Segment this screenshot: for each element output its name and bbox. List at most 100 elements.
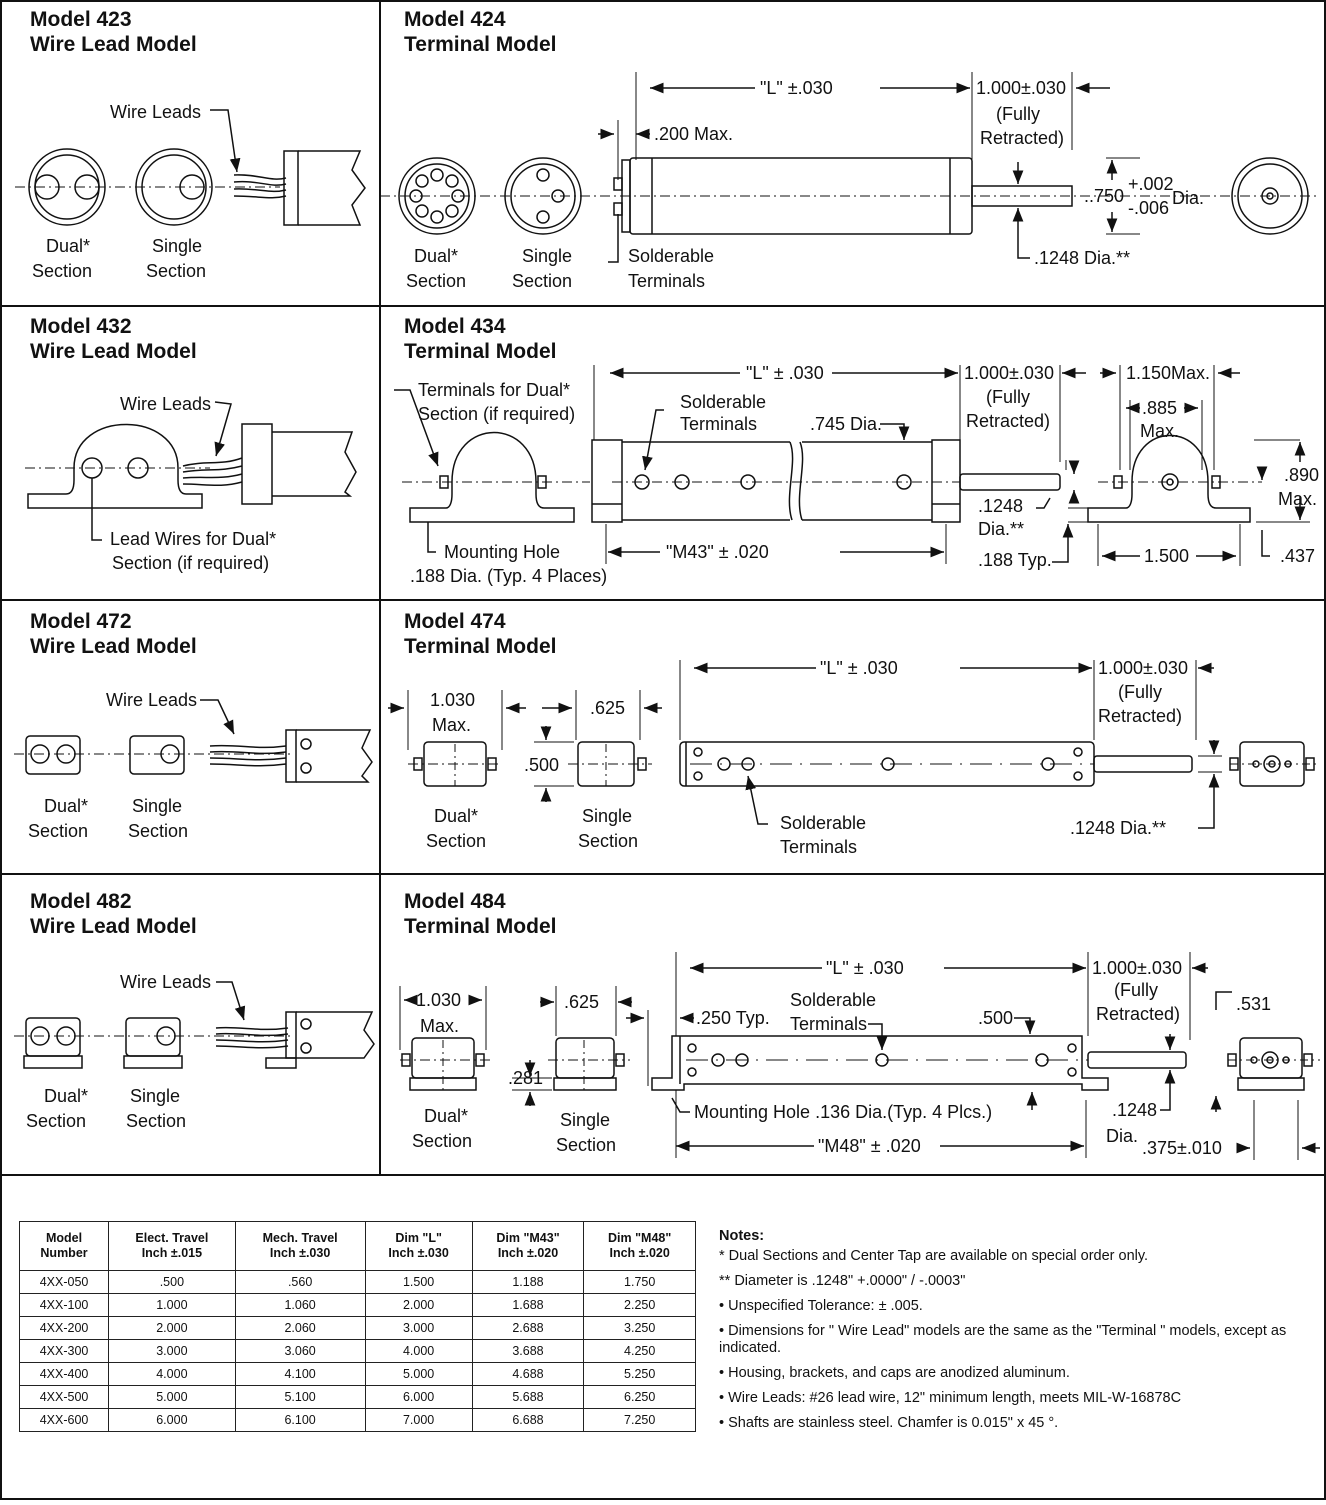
model-424-title: Model 424 <box>404 8 506 31</box>
single-section-label: Section <box>146 261 206 281</box>
note-item: • Dimensions for " Wire Lead" models are… <box>719 1323 1287 1356</box>
single-section-474: Section <box>578 831 638 851</box>
panel-model-472: Model 472 Wire Lead Model Wire Leads Dua… <box>14 610 373 841</box>
model-424-subtitle: Terminal Model <box>404 33 556 56</box>
retracted-484: Retracted) <box>1096 1004 1180 1024</box>
dim-531: .531 <box>1236 994 1271 1014</box>
dual-section-424: Section <box>406 271 466 291</box>
shaft-dia-474: .1248 Dia.** <box>1070 818 1166 838</box>
solderable-424: Solderable <box>628 246 714 266</box>
dia-word-424: Dia. <box>1172 188 1204 208</box>
dim-1248-484: .1248 <box>1112 1100 1157 1120</box>
dim-1030-484: 1.030 <box>416 990 461 1010</box>
dim-500-474: .500 <box>524 755 559 775</box>
dia-484: Dia. <box>1106 1126 1138 1146</box>
terminals-484: Terminals <box>790 1014 867 1034</box>
dim-200-max: .200 Max. <box>654 124 733 144</box>
dim-1030-474: 1.030 <box>430 690 475 710</box>
note-item: • Shafts are stainless steel. Chamfer is… <box>719 1415 1059 1431</box>
note-item: ** Diameter is .1248" +.0000" / -.0003" <box>719 1273 966 1289</box>
panel-model-482: Model 482 Wire Lead Model Wire Leads Dua… <box>14 890 375 1131</box>
terminals-474: Terminals <box>780 837 857 857</box>
fully-434: (Fully <box>986 387 1030 407</box>
model-474-subtitle: Terminal Model <box>404 635 556 658</box>
dual-section-482: Section <box>26 1111 86 1131</box>
dim-437: .437 <box>1280 546 1315 566</box>
terminals-434: Terminals <box>680 414 757 434</box>
dim-L-434: "L" ± .030 <box>746 363 824 383</box>
dim-stroke-424: 1.000±.030 <box>976 78 1066 98</box>
max-474: Max. <box>432 715 471 735</box>
tol-plus: +.002 <box>1128 174 1174 194</box>
panel-model-434: Model 434 Terminal Model "L" ± .030 1.00… <box>394 315 1319 586</box>
shaft-dia-424: .1248 Dia.** <box>1034 248 1130 268</box>
dia-750: ..750 <box>1084 186 1124 206</box>
note-item: • Unspecified Tolerance: ± .005. <box>719 1298 923 1314</box>
dim-1248-434: .1248 <box>978 496 1023 516</box>
model-484-title: Model 484 <box>404 890 506 913</box>
single-label-482: Single <box>130 1086 180 1106</box>
wire-leads-label: Wire Leads <box>110 102 201 122</box>
dim-1500: 1.500 <box>1144 546 1189 566</box>
note-item: • Housing, brackets, and caps are anodiz… <box>719 1365 1070 1381</box>
dim-stroke-434: 1.000±.030 <box>964 363 1054 383</box>
max-484: Max. <box>420 1016 459 1036</box>
mount-hole-484: Mounting Hole .136 Dia.(Typ. 4 Plcs.) <box>694 1102 992 1122</box>
term-dual-434: Terminals for Dual* <box>418 380 570 400</box>
lead-wires-432: Lead Wires for Dual* <box>110 529 276 549</box>
notes-title: Notes: <box>719 1228 765 1244</box>
dim-L-424: "L" ±.030 <box>760 78 833 98</box>
dim-625-474: .625 <box>590 698 625 718</box>
model-472-subtitle: Wire Lead Model <box>30 635 197 658</box>
max-885: Max. <box>1140 421 1179 441</box>
mount-hole-434: Mounting Hole <box>444 542 560 562</box>
dual-label-484: Dual* <box>424 1106 468 1126</box>
model-434-subtitle: Terminal Model <box>404 340 556 363</box>
dual-label-424: Dual* <box>414 246 458 266</box>
dim-stroke-484: 1.000±.030 <box>1092 958 1182 978</box>
model-472-title: Model 472 <box>30 610 132 633</box>
dim-890: .890 <box>1284 465 1319 485</box>
model-423-title: Model 423 <box>30 8 132 31</box>
tol-minus: -.006 <box>1128 198 1169 218</box>
dim-500-484: .500 <box>978 1008 1013 1028</box>
model-432-subtitle: Wire Lead Model <box>30 340 197 363</box>
max-1150: 1.150Max. <box>1126 363 1210 383</box>
dual-section-label: Section <box>32 261 92 281</box>
single-label-472: Single <box>132 796 182 816</box>
dual-label: Dual* <box>46 236 90 256</box>
panel-model-423: Model 423 Wire Lead Model Wire Leads Dua… <box>15 8 366 281</box>
col-dim-l: Dim "L"Inch ±.030 <box>364 1221 473 1271</box>
model-423-subtitle: Wire Lead Model <box>30 33 197 56</box>
panel-model-424: Model 424 Terminal Model "L" ±.030 1.000… <box>380 8 1320 291</box>
section-if-432: Section (if required) <box>112 553 269 573</box>
dim-188-typ: .188 Typ. <box>978 550 1052 570</box>
single-label: Single <box>152 236 202 256</box>
single-section-424: Section <box>512 271 572 291</box>
single-section-472: Section <box>128 821 188 841</box>
panel-model-474: Model 474 Terminal Model "L" ± .030 1.00… <box>388 610 1318 857</box>
solderable-484: Solderable <box>790 990 876 1010</box>
single-label-484: Single <box>560 1110 610 1130</box>
notes-block: Notes: * Dual Sections and Center Tap ar… <box>719 1228 1319 1440</box>
fully-424: (Fully <box>996 104 1040 124</box>
single-section-484: Section <box>556 1135 616 1155</box>
note-item: * Dual Sections and Center Tap are avail… <box>719 1248 1149 1264</box>
dim-L-484: "L" ± .030 <box>826 958 904 978</box>
dual-section-472: Section <box>28 821 88 841</box>
dia-star-434: Dia.** <box>978 519 1024 539</box>
wire-leads-432: Wire Leads <box>120 394 211 414</box>
dual-section-474: Section <box>426 831 486 851</box>
dim-375: .375±.010 <box>1142 1138 1222 1158</box>
terminals-424: Terminals <box>628 271 705 291</box>
note-item: • Wire Leads: #26 lead wire, 12" minimum… <box>719 1390 1182 1406</box>
